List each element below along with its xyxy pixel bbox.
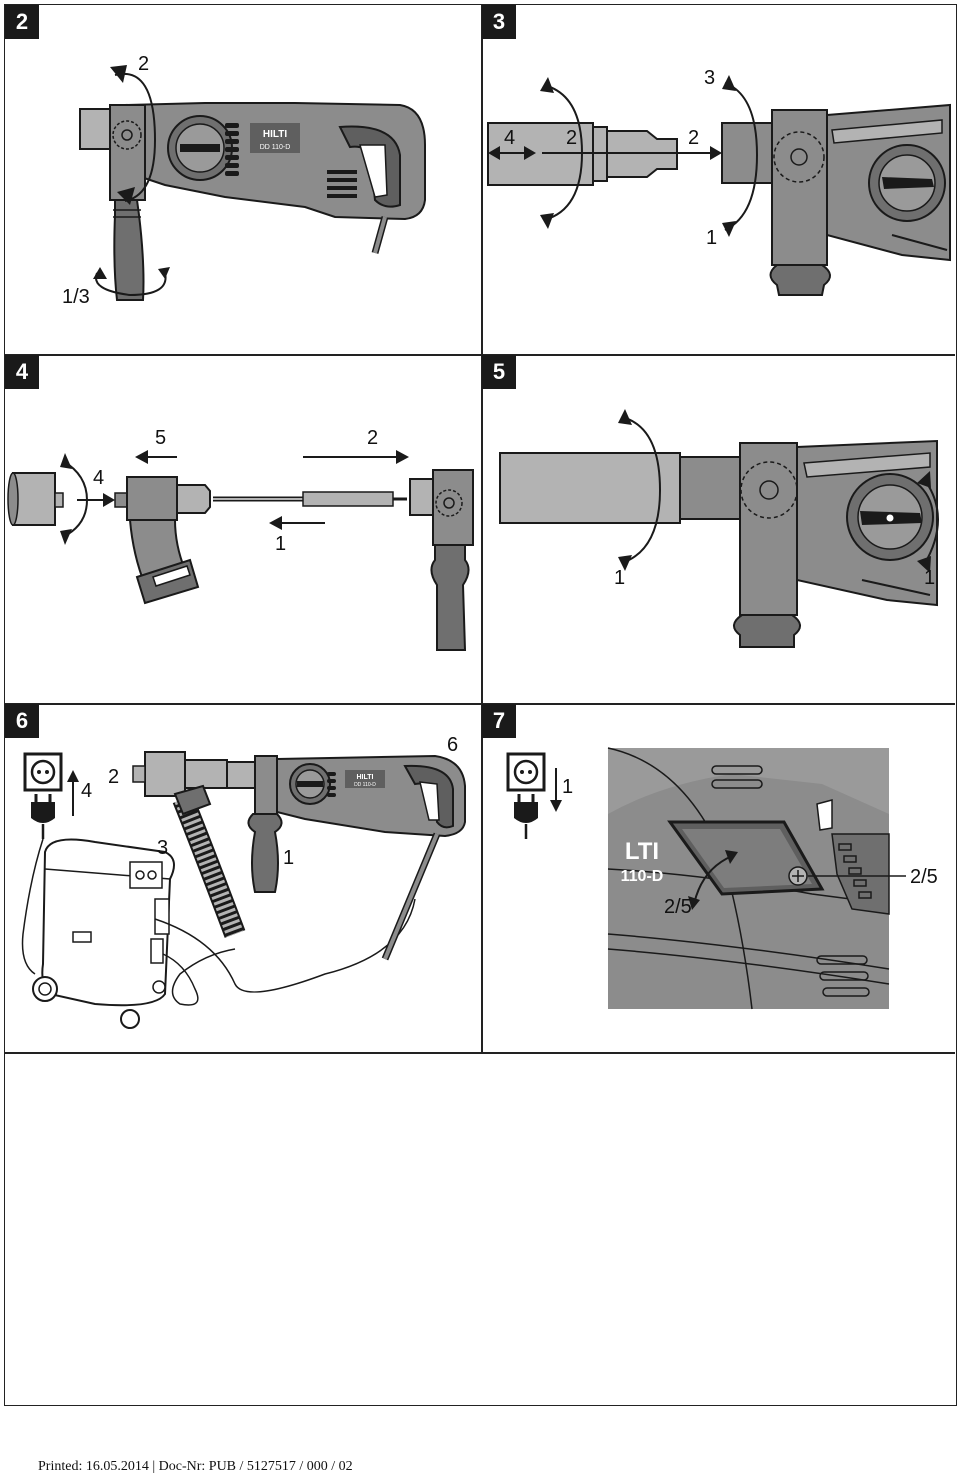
figure-number-5: 5	[482, 355, 516, 389]
grid-divider-vertical	[481, 5, 483, 1053]
figure-3-label-4: 4	[504, 127, 516, 149]
figure-7-label-1: 1	[562, 776, 574, 798]
figure-6-label-4: 4	[81, 780, 93, 802]
figure-6-label-1: 1	[283, 847, 295, 869]
drill-brand-text: HILTI	[263, 129, 287, 140]
grid-divider-row2	[5, 703, 955, 705]
figure-7-label-2-5-right: 2/5	[910, 866, 938, 888]
figure-number-7: 7	[482, 704, 516, 738]
power-socket-icon	[506, 752, 546, 792]
figure-6-label-2: 2	[108, 766, 120, 788]
grid-divider-row3	[5, 1052, 955, 1054]
power-socket-icon	[23, 752, 63, 792]
figure-2-panel: 2 HILTI DD 110-D	[5, 5, 480, 353]
drill-brand-text: LTI	[625, 838, 659, 865]
print-footer: Printed: 16.05.2014 | Doc-Nr: PUB / 5127…	[38, 1459, 353, 1474]
figure-7-label-2-5-bottom: 2/5	[664, 896, 692, 918]
figure-5-illustration	[499, 409, 939, 648]
figure-4-illustration	[7, 450, 474, 651]
figure-5-label-1-right: 1	[924, 567, 936, 589]
figure-2-label-bottom-left: 1/3	[62, 286, 90, 308]
figure-number-4: 4	[5, 355, 39, 389]
figure-6-label-6: 6	[447, 734, 459, 756]
grid-divider-row1	[5, 354, 955, 356]
blank-area	[5, 1053, 957, 1405]
figure-7-panel: 7 LTI 110-D	[482, 704, 957, 1052]
drill-model-text: 110-D	[621, 868, 664, 885]
figure-4-label-5: 5	[155, 427, 167, 449]
figure-grid	[4, 4, 957, 1406]
figure-3-label-1: 1	[706, 227, 718, 249]
drill-model-text: DD 110-D	[354, 782, 376, 788]
figure-4-panel: 4 4 5 2 1	[5, 355, 480, 703]
figure-5-panel: 5 1 1	[482, 355, 957, 703]
figure-3-label-2-left: 2	[566, 127, 578, 149]
figure-6-panel: 6	[5, 704, 480, 1052]
figure-2-illustration: HILTI DD 110-D	[79, 65, 426, 301]
power-plug-icon	[31, 802, 55, 823]
figure-4-label-1: 1	[275, 533, 287, 555]
drill-brand-text: HILTI	[357, 774, 374, 781]
figure-number-3: 3	[482, 5, 516, 39]
figure-4-label-4: 4	[93, 467, 105, 489]
figure-6-label-3: 3	[157, 837, 169, 859]
figure-number-2: 2	[5, 5, 39, 39]
figure-3-illustration	[487, 75, 951, 296]
figure-2-label-top: 2	[138, 53, 150, 75]
drill-model-text: DD 110-D	[260, 144, 291, 151]
figure-3-panel: 3 4 2 2 3 1	[482, 5, 957, 353]
figure-5-label-1-left: 1	[614, 567, 626, 589]
figure-4-label-2: 2	[367, 427, 379, 449]
figure-7-illustration: LTI 110-D	[506, 747, 906, 1010]
figure-number-6: 6	[5, 704, 39, 738]
power-plug-icon	[514, 802, 538, 823]
figure-3-label-3: 3	[704, 67, 716, 89]
figure-3-label-2-mid: 2	[688, 127, 700, 149]
figure-6-illustration: HILTI DD 110-D	[21, 751, 466, 1029]
